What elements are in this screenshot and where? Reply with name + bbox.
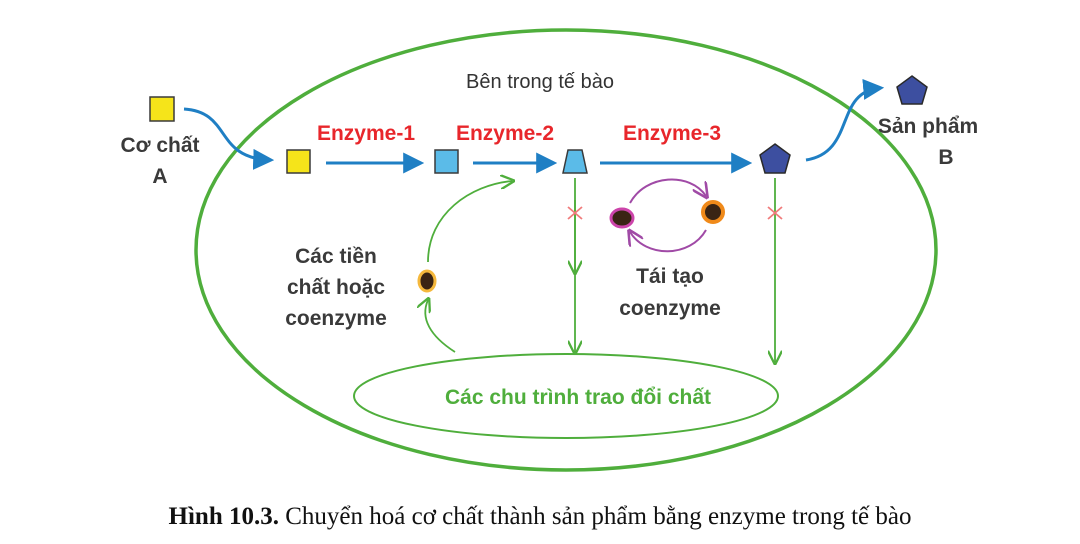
product-inside-pentagon — [759, 143, 791, 174]
coenzyme-cycle-arrow-top — [629, 178, 706, 204]
precursor-coenzyme-dot — [417, 269, 437, 293]
substrate-entry-arrow — [183, 107, 275, 170]
enzyme1-label: Enzyme-1 — [317, 122, 415, 145]
product-exit-arrow — [805, 79, 885, 162]
coenzyme-oxidized — [701, 200, 725, 224]
inhibition-mark-right — [767, 206, 783, 220]
precursors-label-line2: chất hoặc — [287, 276, 385, 299]
regen-label-line2: coenzyme — [619, 297, 721, 320]
precursors-label-line3: coenzyme — [285, 307, 387, 330]
cell-label: Bên trong tế bào — [466, 71, 614, 93]
inhibition-mark-left — [567, 206, 583, 220]
coenzyme-cycle-arrow-bottom — [630, 230, 707, 253]
precursors-label-line1: Các tiền — [295, 245, 377, 268]
precursor-supply-arrow-lower — [425, 300, 456, 353]
product-b-pentagon — [896, 75, 928, 105]
product-label-line1: Sản phẩm — [878, 115, 978, 138]
intermediate1-square — [434, 149, 459, 174]
precursor-supply-arrow-upper — [427, 181, 512, 263]
coenzyme-reduced — [609, 207, 635, 229]
cell-outline — [194, 28, 938, 472]
substrate-label-line2: A — [152, 165, 167, 188]
metabolic-cycles-label: Các chu trình trao đổi chất — [445, 386, 711, 409]
figure-caption-text: Chuyển hoá cơ chất thành sản phẩm bằng e… — [285, 503, 912, 530]
regen-label-line1: Tái tạo — [636, 265, 704, 288]
product-label-line2: B — [938, 146, 953, 169]
metabolic-cycles-ellipse — [353, 353, 779, 439]
substrate-a-square — [149, 96, 175, 122]
substrate-label-line1: Cơ chất — [120, 134, 199, 157]
intermediate2-trapezoid — [562, 149, 588, 174]
enzyme3-label: Enzyme-3 — [623, 122, 721, 145]
figure-caption: Hình 10.3. Chuyển hoá cơ chất thành sản … — [0, 503, 1080, 531]
figure-caption-label: Hình 10.3. — [168, 503, 279, 530]
enzyme2-label: Enzyme-2 — [456, 122, 554, 145]
substrate-inside-square — [286, 149, 311, 174]
